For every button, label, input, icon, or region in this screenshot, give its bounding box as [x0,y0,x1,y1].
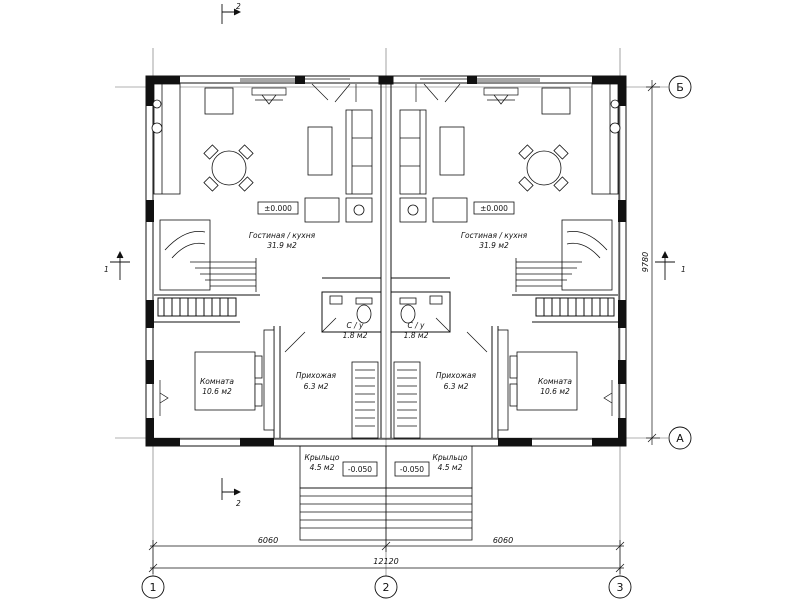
room-area-porch-right: 4.5 м2 [438,463,463,472]
section-mark-right: 1 [681,265,686,274]
axis-label-b: Б [676,81,684,94]
axis-label-a: А [676,432,684,445]
hall-stair-left [351,361,379,439]
room-area-hall-left: 6.3 м2 [304,382,329,391]
room-name-bedroom-left: Комната [200,377,234,386]
dining-table-right [518,144,569,192]
room-area-bedroom-right: 10.6 м2 [540,387,570,396]
room-area-wc-right: 1.8 м2 [404,331,429,340]
dim-right-half: 6060 [493,536,513,545]
porch-level-right: -0.050 [400,465,424,474]
top-windows [240,78,540,82]
bed-left [194,329,275,431]
axis-label-3: 3 [617,581,624,594]
axis-bubbles [141,75,692,599]
floor-level-left: ±0.000 [264,204,292,213]
radiators [251,87,519,105]
room-area-hall-right: 6.3 м2 [444,382,469,391]
section-mark-left: 1 [104,265,109,274]
section-2-marks [221,4,242,500]
room-name-porch-right: Крыльцо [433,453,468,462]
balcony-doors [311,83,461,103]
bed-right [497,329,578,431]
room-name-hall-right: Прихожая [436,371,477,380]
room-area-bedroom-left: 10.6 м2 [202,387,232,396]
dim-total-width: 12120 [373,557,398,566]
room-area-living-right: 31.9 м2 [479,241,509,250]
axis-label-1: 1 [150,581,157,594]
section-mark-top: 2 [236,2,241,11]
room-name-wc-left: С / у [347,321,365,330]
dimension-lines [148,80,660,574]
porch [299,445,473,541]
dining-table-left [203,144,254,192]
dim-left-half: 6060 [258,536,278,545]
room-area-wc-left: 1.8 м2 [343,331,368,340]
section-mark-bottom: 2 [236,499,241,508]
room-name-living-right: Гостиная / кухня [461,231,528,240]
kitchen-left [151,83,234,195]
level-boxes [257,201,515,215]
porch-level-left: -0.050 [348,465,372,474]
room-name-porch-left: Крыльцо [305,453,340,462]
floor-level-right: ±0.000 [480,204,508,213]
stair-right [515,219,613,292]
party-wall [378,75,394,438]
dim-depth: 9780 [641,252,650,272]
stair-left [159,219,257,292]
room-area-living-left: 31.9 м2 [267,241,297,250]
room-name-hall-left: Прихожая [296,371,337,380]
room-area-porch-left: 4.5 м2 [310,463,335,472]
room-name-wc-right: С / у [408,321,426,330]
bedroom-radiators [159,380,613,416]
hall-stair-right [393,361,421,439]
kitchen-right [541,83,621,195]
section-1-marks [110,250,675,280]
room-name-bedroom-right: Комната [538,377,572,386]
lounge-left [304,109,373,223]
axis-label-2: 2 [383,581,390,594]
room-name-living-left: Гостиная / кухня [249,231,316,240]
hall-doors [284,317,488,353]
bathroom-fixtures [329,295,443,324]
lounge-right [399,109,468,223]
wall-columns [146,76,626,446]
